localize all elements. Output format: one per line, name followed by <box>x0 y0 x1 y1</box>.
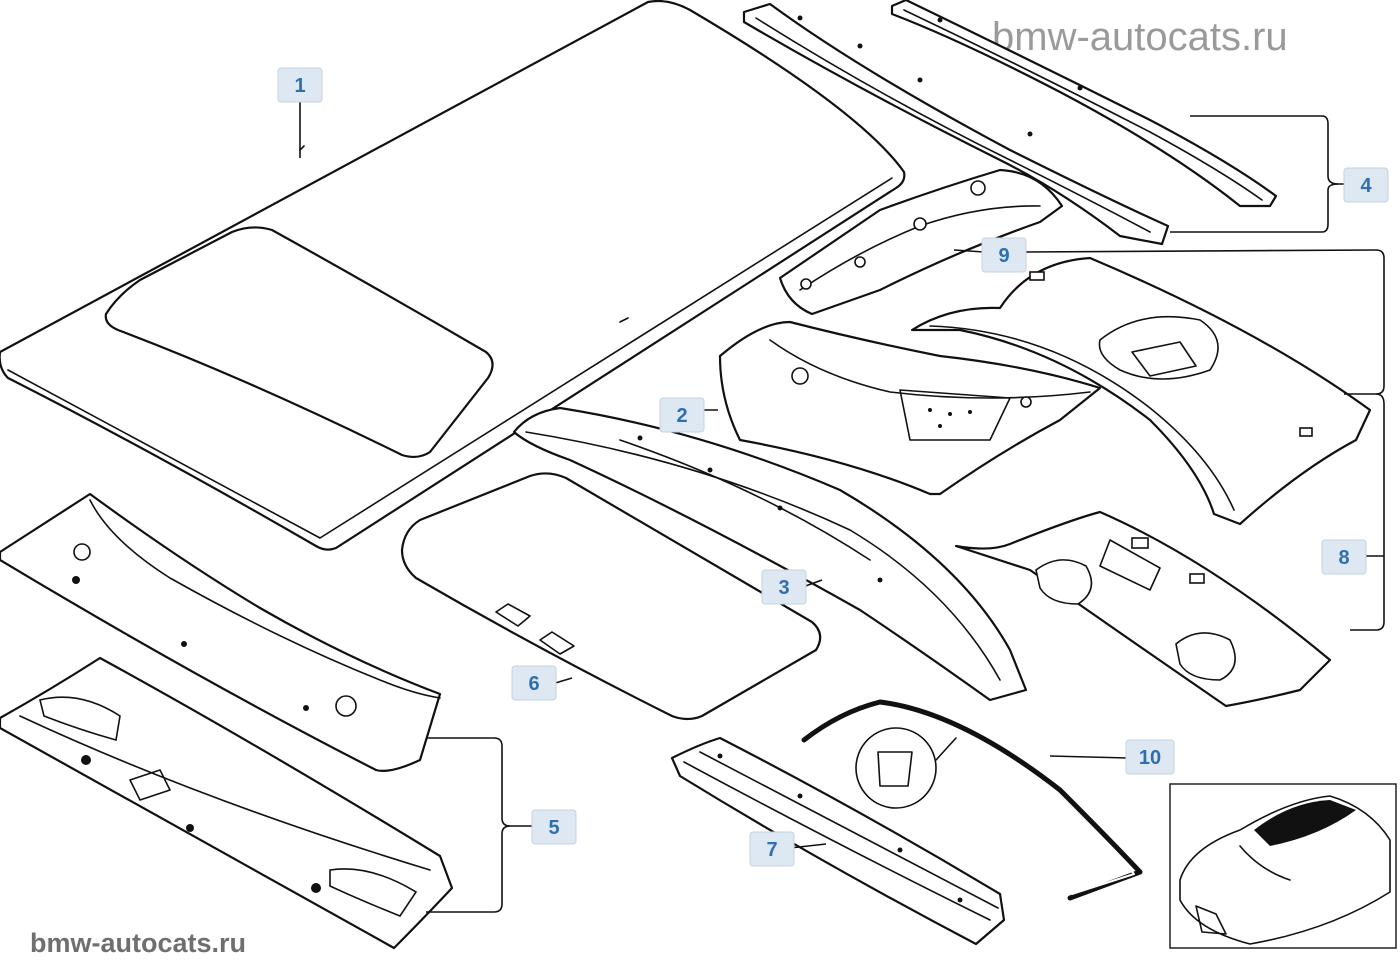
callout-5-label: 5 <box>548 817 559 839</box>
roof-seal-strip <box>801 699 1143 901</box>
callout-3[interactable]: 3 <box>761 569 807 605</box>
windscreen-frame-upper <box>0 492 442 772</box>
rear-reinforcement-bracket <box>778 168 1064 316</box>
callout-4-label: 4 <box>1360 175 1372 197</box>
callout-6[interactable]: 6 <box>511 665 557 701</box>
callout-3-label: 3 <box>778 577 789 599</box>
callout-2-label: 2 <box>676 405 687 427</box>
vehicle-locator-thumbnail <box>1169 783 1397 949</box>
rear-roof-frame <box>512 406 1028 702</box>
roof-rail-front <box>742 2 1170 246</box>
watermark-top: bmw-autocats.ru <box>992 15 1288 59</box>
callout-7-label: 7 <box>766 839 777 861</box>
sunroof-panel <box>400 472 822 721</box>
callout-10[interactable]: 10 <box>1125 739 1175 775</box>
rear-parcel-shelf-upper <box>910 256 1372 526</box>
callout-4[interactable]: 4 <box>1343 167 1389 203</box>
callout-6-label: 6 <box>528 673 539 695</box>
callout-9[interactable]: 9 <box>981 237 1027 273</box>
callout-10-label: 10 <box>1139 747 1161 769</box>
callout-2[interactable]: 2 <box>659 397 705 433</box>
callout-8[interactable]: 8 <box>1321 539 1367 575</box>
callout-1[interactable]: 1 <box>277 67 323 103</box>
callout-1-label: 1 <box>294 75 305 97</box>
front-roof-bow <box>670 736 1006 946</box>
watermark-bottom: bmw-autocats.ru <box>30 928 247 958</box>
callout-5[interactable]: 5 <box>531 809 577 845</box>
rear-parcel-shelf-lower <box>954 510 1332 708</box>
callout-8-label: 8 <box>1338 547 1349 569</box>
side-frame-panel <box>718 320 1102 496</box>
windscreen-frame-lower <box>0 656 454 950</box>
roof-rail-rear <box>890 0 1278 208</box>
callout-9-label: 9 <box>998 245 1009 267</box>
callout-7[interactable]: 7 <box>749 831 795 867</box>
